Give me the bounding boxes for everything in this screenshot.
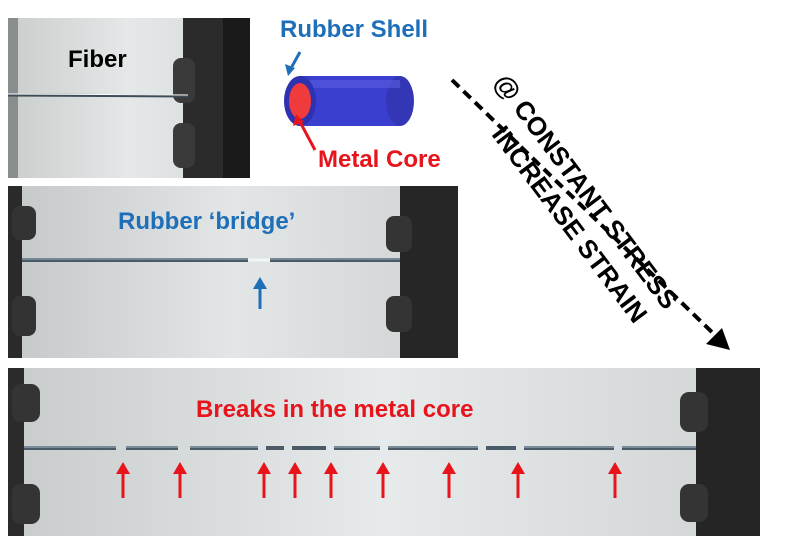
metal-core-label: Metal Core xyxy=(318,146,441,173)
fiber-photo xyxy=(8,18,250,178)
up-arrow-icon xyxy=(253,277,267,309)
fiber-label: Fiber xyxy=(68,46,127,73)
fiber-photo-panel: Fiber xyxy=(8,18,250,178)
breaks-photo xyxy=(8,368,760,536)
break-arrows xyxy=(116,462,622,498)
breaks-label: Breaks in the metal core xyxy=(196,396,474,423)
breaks-photo-panel: Breaks in the metal core xyxy=(8,368,760,536)
rubber-bridge-photo-panel: Rubber ‘bridge’ xyxy=(8,186,458,358)
rubber-shell-label: Rubber Shell xyxy=(280,16,429,43)
cylinder-icon xyxy=(284,51,414,151)
rubber-bridge-label: Rubber ‘bridge’ xyxy=(118,208,296,235)
dashed-arrow-icon xyxy=(450,78,730,350)
rubber-bridge-photo xyxy=(8,186,458,358)
